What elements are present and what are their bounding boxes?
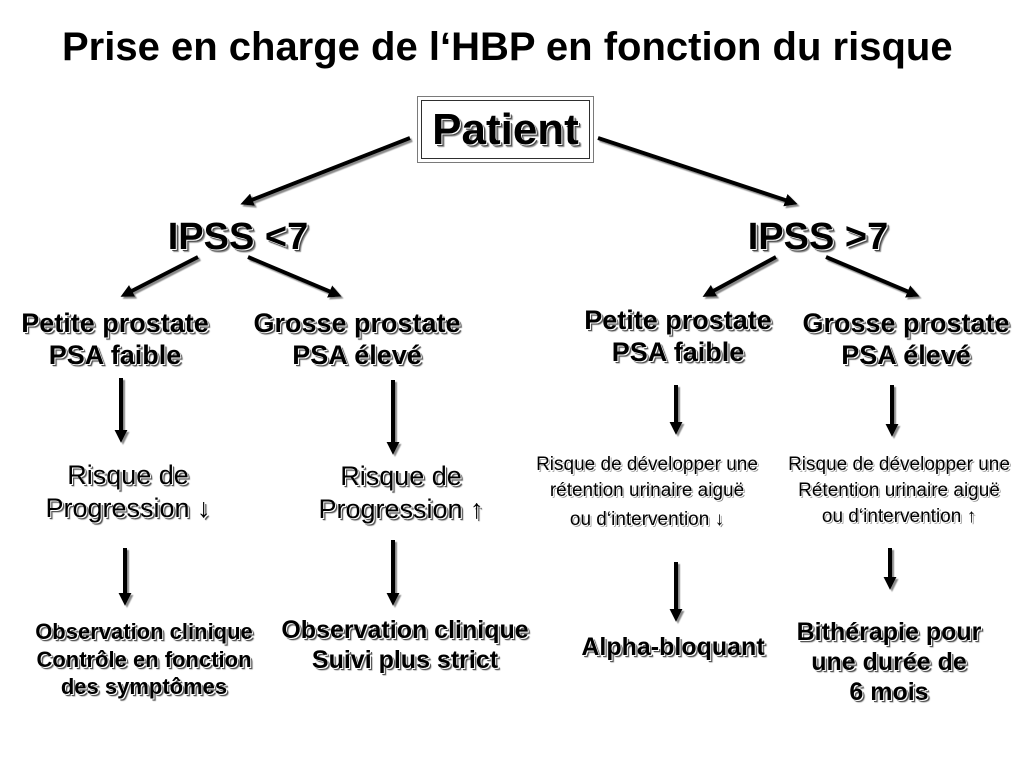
risk-node-high-ipss-small-prostate: Risque de développer une rétention urina… (522, 452, 772, 533)
management-line: Alpha-bloquant (581, 633, 765, 661)
management-node-low-ipss-large-prostate: Observation clinique Suivi plus strict (265, 615, 545, 675)
management-node-low-ipss-small-prostate: Observation clinique Contrôle en fonctio… (14, 618, 274, 701)
management-line: 6 mois (849, 678, 929, 706)
profile-prostate-size: Grosse prostate (253, 308, 461, 338)
profile-psa-level: PSA faible (48, 340, 182, 370)
risk-line: Progression ↑ (318, 494, 484, 524)
management-line: une durée de (811, 648, 967, 676)
profile-psa-level: PSA faible (611, 337, 745, 367)
risk-node-low-ipss-large-prostate: Risque de Progression ↑ (286, 460, 516, 526)
arrow-patient-to-ipss-high (597, 136, 798, 207)
profile-node-low-ipss-small-prostate: Petite prostate PSA faible (2, 307, 228, 371)
arrow-ipss-high-to-large-prostate (825, 255, 920, 298)
profile-prostate-size: Grosse prostate (802, 308, 1010, 338)
management-line: Bithérapie pour (796, 618, 982, 646)
arrow-ipss-high-to-small-prostate (702, 255, 777, 297)
management-line: Observation clinique (35, 619, 253, 644)
risk-line: Progression ↓ (45, 493, 211, 523)
profile-prostate-size: Petite prostate (584, 305, 772, 335)
risk-line: ou d‘intervention ↓ (569, 509, 725, 530)
risk-node-high-ipss-large-prostate: Risque de développer une Rétention urina… (779, 452, 1019, 530)
root-node: Patient (417, 96, 594, 163)
risk-node-low-ipss-small-prostate: Risque de Progression ↓ (13, 459, 243, 525)
profile-node-low-ipss-large-prostate: Grosse prostate PSA élevé (242, 307, 472, 371)
profile-psa-level: PSA élevé (292, 340, 422, 370)
management-line: Contrôle en fonction (36, 646, 252, 672)
arrow-patient-to-ipss-low (240, 136, 411, 206)
management-node-high-ipss-large-prostate: Bithérapie pour une durée de 6 mois (779, 617, 999, 707)
risk-line: Risque de (340, 461, 462, 491)
profile-node-high-ipss-large-prostate: Grosse prostate PSA élevé (791, 307, 1021, 371)
risk-line: Rétention urinaire aiguë (798, 480, 1000, 501)
profile-node-high-ipss-small-prostate: Petite prostate PSA faible (563, 304, 793, 368)
risk-line: Risque de développer une (536, 454, 758, 475)
risk-line: Risque de développer une (788, 454, 1010, 475)
branch-ipss-low: IPSS <7 (167, 216, 309, 258)
risk-line: ou d‘intervention ↑ (821, 506, 977, 527)
arrow-ipss-low-to-small-prostate (120, 255, 199, 297)
profile-psa-level: PSA élevé (841, 340, 971, 370)
risk-line: Risque de (67, 460, 189, 490)
management-line: Observation clinique (281, 616, 529, 644)
management-line: des symptômes (60, 674, 228, 699)
arrow-ipss-low-to-large-prostate (247, 255, 342, 298)
root-node-label: Patient (432, 104, 579, 154)
risk-line: rétention urinaire aiguë (549, 480, 745, 501)
slide-title: Prise en charge de l‘HBP en fonction du … (62, 25, 953, 69)
management-line: Suivi plus strict (311, 646, 499, 674)
management-node-high-ipss-small-prostate: Alpha-bloquant (563, 632, 783, 662)
profile-prostate-size: Petite prostate (21, 308, 209, 338)
branch-ipss-high: IPSS >7 (747, 216, 889, 258)
